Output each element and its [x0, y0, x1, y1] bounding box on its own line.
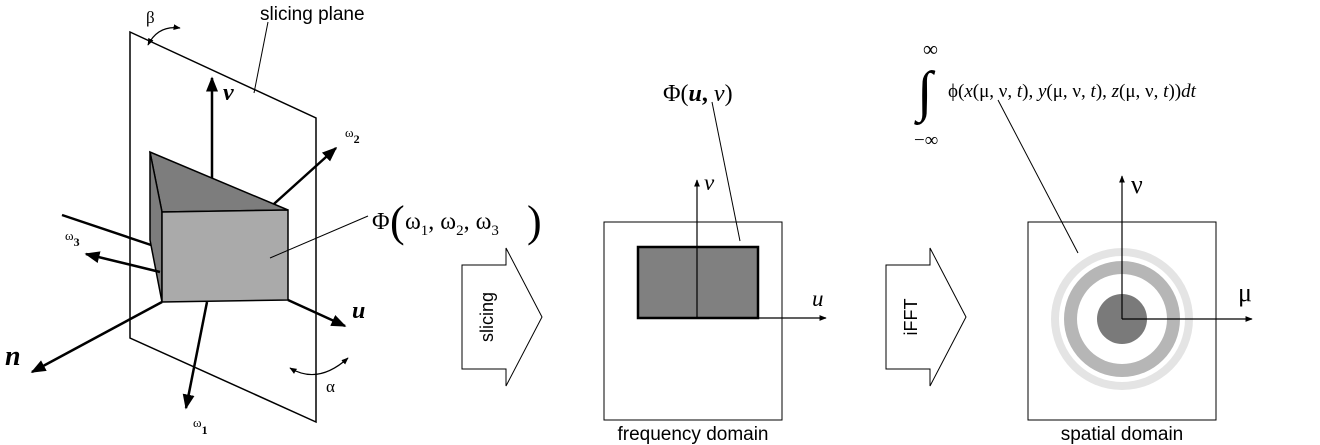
frequency-domain-panel: Φ(u,v) v u frequency domain — [603, 81, 827, 445]
n-axis — [30, 300, 163, 374]
volume-phi: Φ — [372, 209, 390, 235]
frequency-domain-caption: frequency domain — [617, 424, 768, 445]
volume-open-paren: ( — [390, 197, 405, 246]
omega2-axis — [264, 146, 338, 213]
integral-formula: ∞ ∫ −∞ ϕ(x(μ, ν, t), y(μ, ν, t), z(μ, ν,… — [914, 37, 1197, 151]
n-axis-label: n — [5, 341, 21, 372]
slice-label-leader — [711, 101, 741, 242]
integrand: ϕ(x(μ, ν, t), y(μ, ν, t), z(μ, ν, t))dt — [948, 81, 1197, 102]
volume-args: ω1,ω2,ω3 — [405, 209, 499, 239]
slice-v-axis-label: v — [704, 170, 715, 195]
integral-upper-limit: ∞ — [923, 37, 938, 61]
volume-function-label: Φ ( ω1,ω2,ω3 ) — [372, 197, 542, 246]
ifft-arrow-shape — [885, 247, 967, 387]
alpha-label: α — [326, 377, 335, 396]
slice-u-axis-label: u — [812, 286, 824, 311]
integral-lower-limit: −∞ — [914, 130, 938, 151]
ifft-arrow: iFFT — [885, 247, 967, 387]
slice-function-label: Φ(u,v) — [663, 81, 733, 107]
plane-label-leader — [253, 21, 269, 94]
u-axis — [287, 298, 347, 328]
omega3-label: ω3 — [65, 228, 80, 249]
omega3-axis — [84, 251, 161, 274]
omega1-axis — [182, 301, 209, 410]
mu-axis-label: μ — [1238, 278, 1252, 307]
nu-axis-label: ν — [1131, 170, 1143, 199]
v-axis-label: v — [223, 80, 234, 106]
u-axis-label: u — [352, 298, 365, 324]
spatial-domain-panel: ν μ spatial domain ∞ ∫ −∞ ϕ(x(μ, ν, t), … — [914, 37, 1253, 445]
beta-rotation-arrow — [147, 24, 181, 46]
left-3d-panel: slicing plane β α v u n ω2 ω3 ω1 Φ ( ω1,… — [5, 4, 542, 437]
slicing-arrow-shape — [461, 247, 543, 387]
slicing-plane — [129, 30, 317, 424]
spatial-domain-caption: spatial domain — [1061, 424, 1184, 445]
volume-close-paren: ) — [527, 197, 542, 246]
omega3-axis-back — [61, 213, 161, 250]
box-top-face — [148, 150, 289, 213]
ifft-arrow-label: iFFT — [901, 299, 921, 336]
integral-leader — [997, 99, 1079, 254]
alpha-rotation-arrow — [289, 357, 349, 376]
omega2-label: ω2 — [345, 125, 360, 146]
box-front-face — [161, 209, 289, 303]
slicing-plane-label: slicing plane — [260, 4, 365, 25]
slicing-arrow-label: slicing — [477, 292, 497, 342]
volume-label-leader — [269, 215, 369, 259]
beta-label: β — [146, 8, 155, 27]
integral-sign: ∫ — [914, 61, 936, 126]
omega1-label: ω1 — [193, 415, 208, 437]
slice-rectangle — [636, 245, 760, 320]
slicing-arrow: slicing — [461, 247, 543, 387]
